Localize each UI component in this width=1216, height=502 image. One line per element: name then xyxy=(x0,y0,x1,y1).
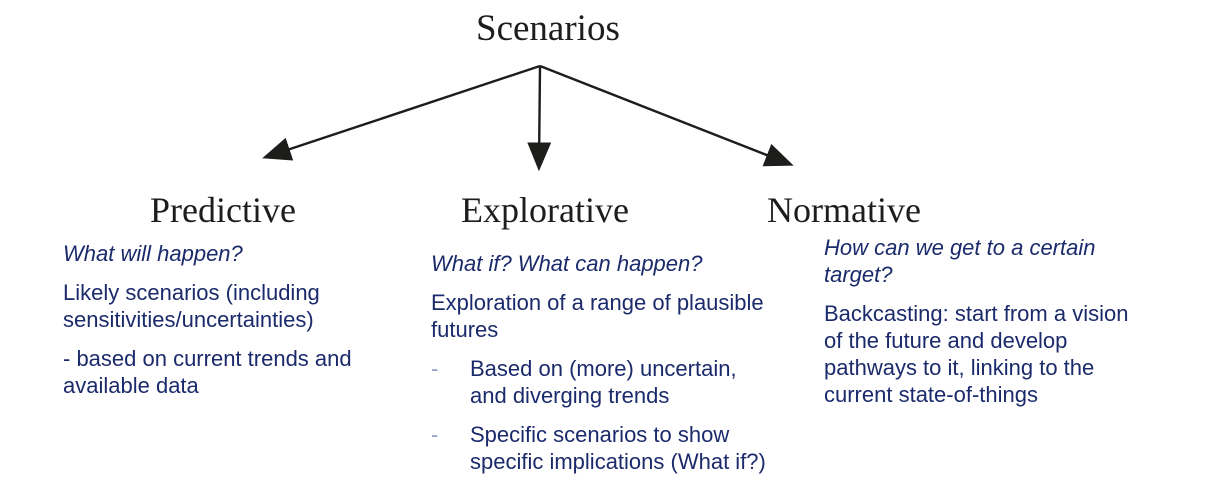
normative-column: How can we get to a certain target? Back… xyxy=(824,234,1149,420)
predictive-paragraph: Likely scenarios (including sensitivitie… xyxy=(63,280,320,332)
normative-paragraph: Backcasting: start from a vision of the … xyxy=(824,301,1129,407)
explorative-bullet-item: - Specific scenarios to show specific im… xyxy=(431,421,803,475)
explorative-bullet-text: Specific scenarios to show specific impl… xyxy=(470,422,766,474)
explorative-bullet-item: - Based on (more) uncertain, and divergi… xyxy=(431,355,803,409)
explorative-question: What if? What can happen? xyxy=(431,251,703,276)
branch-heading-explorative: Explorative xyxy=(461,190,629,230)
arrow-to-predictive-icon xyxy=(262,64,541,161)
predictive-paragraph: - based on current trends and available … xyxy=(63,346,352,398)
normative-question: How can we get to a certain target? xyxy=(824,235,1096,287)
explorative-column: What if? What can happen? Exploration of… xyxy=(431,250,803,487)
dash-bullet-icon: - xyxy=(431,356,439,381)
arrow-to-explorative-icon xyxy=(527,65,552,172)
predictive-question: What will happen? xyxy=(63,241,243,266)
diagram-title: Scenarios xyxy=(476,8,620,49)
explorative-bullet-text: Based on (more) uncertain, and diverging… xyxy=(470,356,737,408)
dash-bullet-icon: - xyxy=(431,422,439,447)
arrow-to-normative-icon xyxy=(539,64,794,167)
branch-heading-predictive: Predictive xyxy=(150,190,296,230)
predictive-column: What will happen? Likely scenarios (incl… xyxy=(63,240,378,411)
branch-heading-normative: Normative xyxy=(767,190,921,230)
explorative-paragraph: Exploration of a range of plausible futu… xyxy=(431,290,764,342)
